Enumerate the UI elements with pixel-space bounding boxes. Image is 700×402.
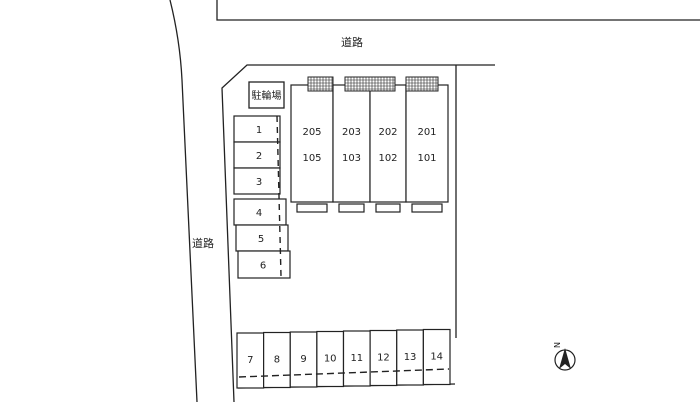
unit-number-upper: 201 xyxy=(417,127,436,138)
bicycle-parking-box xyxy=(248,81,285,109)
parking-space: 13 xyxy=(396,329,424,386)
parking-number: 1 xyxy=(256,125,262,136)
parking-space: 12 xyxy=(369,329,398,387)
parking-space: 10 xyxy=(316,330,345,388)
unit-number-lower: 105 xyxy=(302,153,321,164)
parking-space: 4 xyxy=(233,198,287,226)
building-unit: 203 103 xyxy=(332,84,371,213)
parking-space: 8 xyxy=(263,331,291,389)
lot-boundary xyxy=(221,64,495,402)
left-road-edge xyxy=(169,0,198,402)
balcony xyxy=(338,203,365,213)
dashed-line xyxy=(238,368,450,378)
parking-number: 14 xyxy=(430,352,443,363)
parking-number: 8 xyxy=(274,355,280,366)
parking-space: 3 xyxy=(233,167,281,195)
bicycle-parking-label: 駐輪場 xyxy=(252,89,282,102)
vent-grid xyxy=(307,76,334,92)
parking-space: 11 xyxy=(342,330,371,387)
parking-space: 6 xyxy=(237,250,291,279)
north-arrow: N xyxy=(553,342,576,371)
north-label: N xyxy=(553,342,562,348)
unit-number-upper: 203 xyxy=(342,127,361,138)
road-label-top: 道路 xyxy=(341,35,363,49)
unit-number-upper: 202 xyxy=(378,127,397,138)
building-unit: 205 105 xyxy=(290,84,334,213)
parking-number: 2 xyxy=(256,151,262,162)
parking-space: 7 xyxy=(236,332,265,389)
top-road-edge xyxy=(216,0,700,21)
unit-number-lower: 103 xyxy=(342,153,361,164)
parking-space: 14 xyxy=(422,328,451,386)
parking-space: 9 xyxy=(289,331,318,388)
dashed-line xyxy=(276,115,282,277)
vent-grid xyxy=(405,76,439,92)
parking-number: 13 xyxy=(404,352,417,363)
parking-number: 11 xyxy=(350,353,363,364)
balcony xyxy=(375,203,401,213)
parking-number: 12 xyxy=(377,353,390,364)
unit-number-lower: 102 xyxy=(378,153,397,164)
parking-number: 5 xyxy=(258,234,264,245)
parking-number: 3 xyxy=(256,177,262,188)
parking-number: 9 xyxy=(300,354,306,365)
parking-space: 2 xyxy=(233,141,281,169)
unit-number-lower: 101 xyxy=(417,153,436,164)
balcony xyxy=(411,203,443,213)
vent-grid xyxy=(344,76,396,92)
balcony xyxy=(296,203,328,213)
parking-number: 6 xyxy=(260,261,266,272)
parking-number: 7 xyxy=(247,355,253,366)
parking-number: 10 xyxy=(324,354,337,365)
road-label-left: 道路 xyxy=(192,236,214,250)
unit-number-upper: 205 xyxy=(302,127,321,138)
parking-space: 1 xyxy=(233,115,281,143)
building-unit: 201 101 xyxy=(405,84,449,213)
building-unit: 202 102 xyxy=(369,84,407,213)
parking-number: 4 xyxy=(256,208,262,219)
